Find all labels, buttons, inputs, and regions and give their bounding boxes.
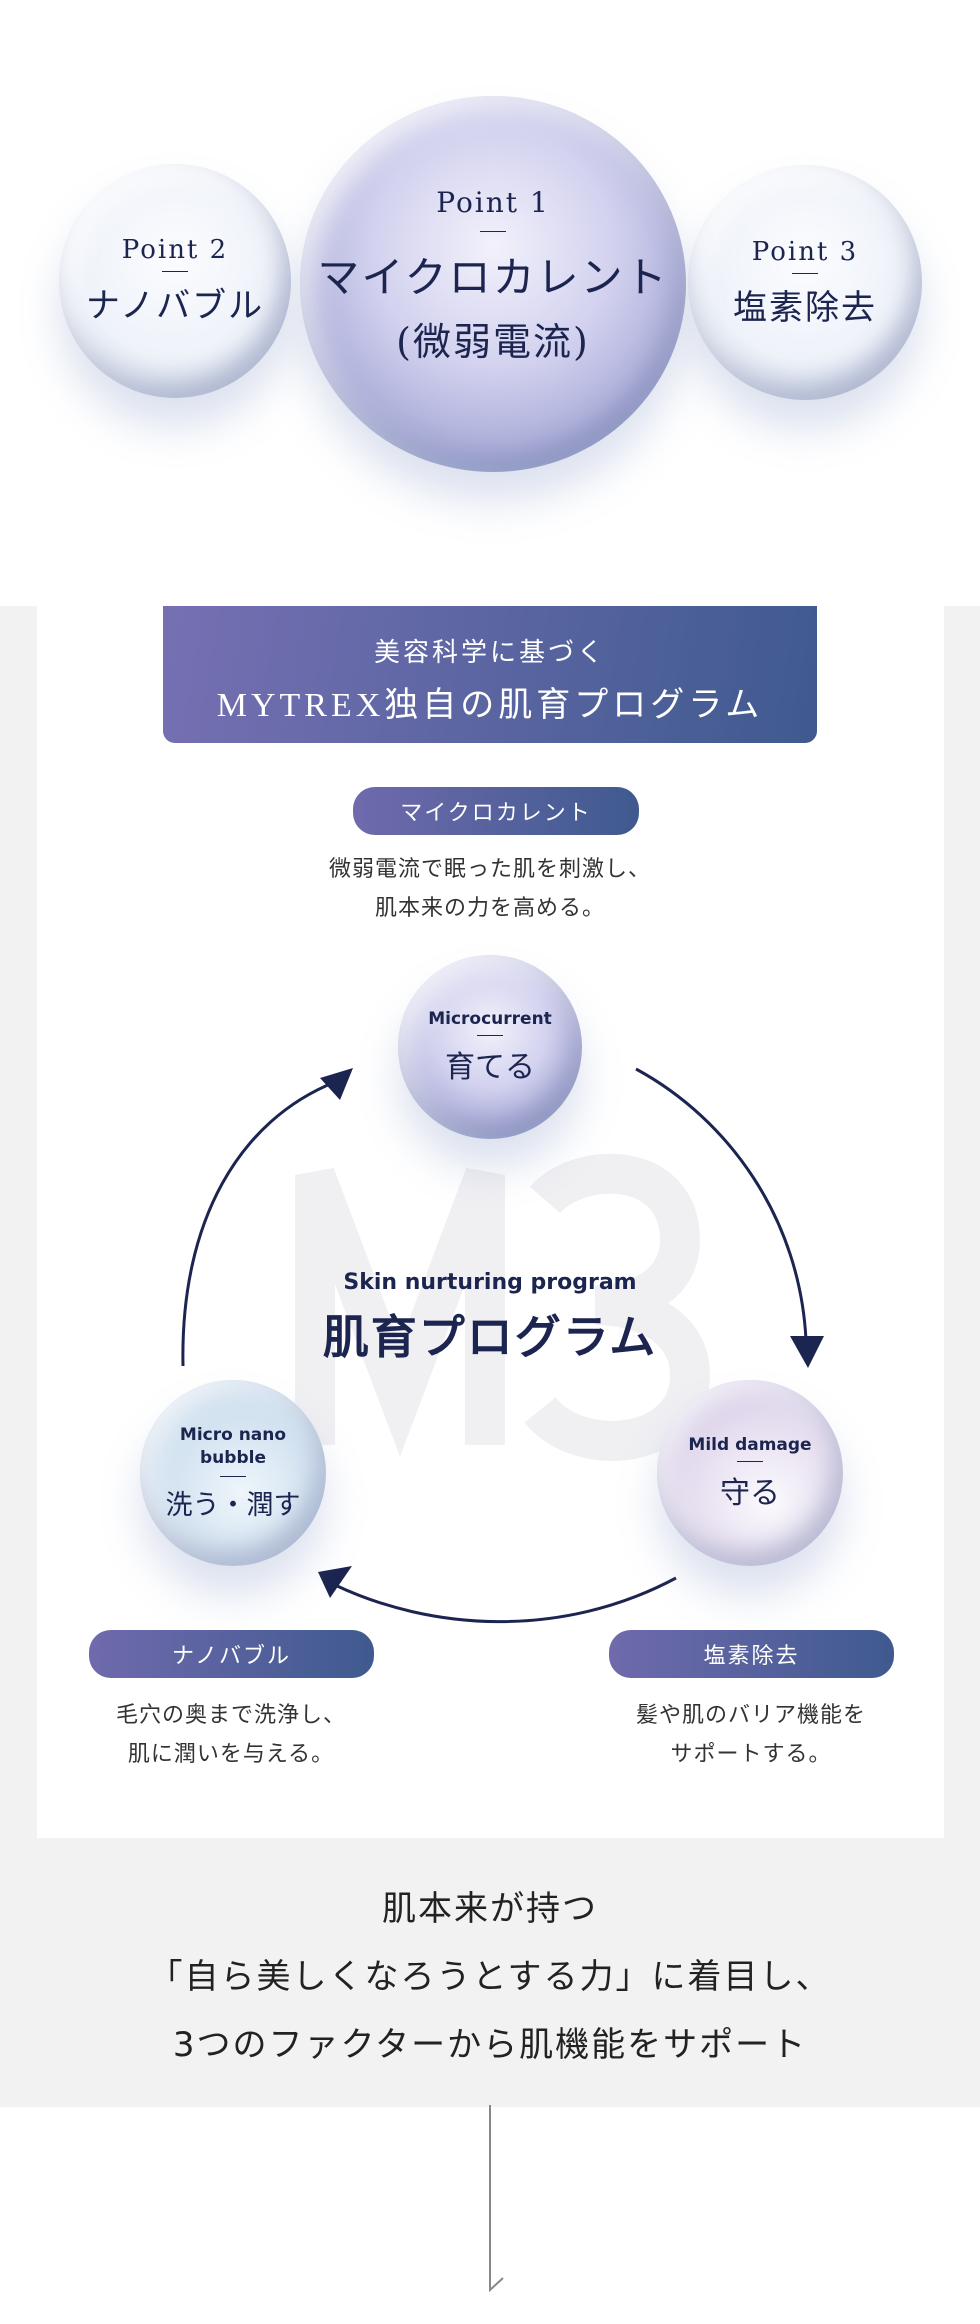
ball-en-label: Micro nano — [179, 1425, 287, 1445]
arrow-head-icon — [790, 1336, 824, 1368]
nanobubble-desc: 毛穴の奥まで洗浄し、 肌に潤いを与える。 — [81, 1696, 381, 1774]
divider — [162, 271, 188, 272]
divider — [480, 231, 506, 232]
banner-subtitle: 美容科学に基づく — [373, 638, 606, 667]
divider — [737, 1460, 763, 1462]
desc-line: 肌に潤いを与える。 — [127, 1742, 335, 1767]
desc-line: 微弱電流で眠った肌を刺激し、 — [328, 857, 651, 882]
point1-label: Point 1 — [436, 186, 550, 219]
point3-label: Point 3 — [751, 236, 859, 267]
desc-line: サポートする。 — [670, 1742, 832, 1767]
microcurrent-pill: マイクロカレント — [353, 787, 639, 835]
watermark-m-shape — [295, 1167, 505, 1457]
chlorine-desc: 髪や肌のバリア機能を サポートする。 — [601, 1696, 901, 1774]
arrow-head-icon — [320, 1068, 353, 1100]
point1-ball: Point 1 マイクロカレント (微弱電流) — [300, 96, 686, 472]
chlorine-ball: Mild damage 守る — [657, 1380, 843, 1566]
arrow-left-arc — [181, 1080, 336, 1367]
ball-en-label: bubble — [200, 1448, 266, 1468]
divider — [792, 272, 818, 274]
desc-line: 髪や肌のバリア機能を — [635, 1703, 866, 1728]
point1-title: マイクロカレント — [317, 253, 669, 302]
point3-title: 塩素除去 — [733, 287, 877, 328]
ball-jp-label: 洗う・潤す — [165, 1490, 301, 1521]
desc-line: 毛穴の奥まで洗浄し、 — [115, 1703, 346, 1728]
point1-subtitle: (微弱電流) — [396, 320, 590, 364]
ball-en-label: Microcurrent — [428, 1008, 552, 1029]
divider — [477, 1034, 503, 1036]
microcurrent-ball: Microcurrent 育てる — [398, 955, 582, 1139]
watermark-3-shape — [524, 1153, 711, 1461]
center-jp: 肌育プログラム — [322, 1310, 658, 1364]
summary-line: 3つのファクターから肌機能をサポート — [172, 2025, 808, 2065]
desc-line: 肌本来の力を高める。 — [374, 896, 605, 921]
center-en: Skin nurturing program — [343, 1270, 637, 1295]
point2-title: ナノバブル — [85, 286, 265, 326]
summary-text: 肌本来が持つ 「自ら美しくなろうとする力」に着目し、 3つのファクターから肌機能… — [0, 1875, 980, 2079]
center-title: Skin nurturing program 肌育プログラム — [240, 1270, 740, 1367]
arrow-right-arc — [635, 1067, 808, 1341]
summary-line: 肌本来が持つ — [382, 1889, 598, 1929]
arrow-bottom-arc — [334, 1576, 677, 1624]
banner-title: MYTREX独自の肌育プログラム — [216, 687, 764, 724]
chlorine-pill: 塩素除去 — [609, 1630, 894, 1678]
nanobubble-ball: Micro nano bubble 洗う・潤す — [140, 1380, 326, 1566]
arrow-head-icon — [318, 1566, 352, 1598]
scroll-down-arrow-icon — [489, 2105, 504, 2293]
summary-line: 「自ら美しくなろうとする力」に着目し、 — [148, 1957, 832, 1997]
ball-jp-label: 育てる — [445, 1049, 535, 1085]
nanobubble-pill: ナノバブル — [89, 1630, 374, 1678]
microcurrent-desc: 微弱電流で眠った肌を刺激し、 肌本来の力を高める。 — [240, 850, 740, 928]
point2-ball: Point 2 ナノバブル — [59, 164, 291, 398]
point3-ball: Point 3 塩素除去 — [688, 165, 922, 400]
ball-jp-label: 守る — [720, 1475, 780, 1511]
divider — [220, 1476, 246, 1477]
point2-label: Point 2 — [121, 235, 229, 265]
ball-en-label: Mild damage — [688, 1434, 812, 1455]
program-banner: 美容科学に基づく MYTREX独自の肌育プログラム — [163, 606, 817, 743]
